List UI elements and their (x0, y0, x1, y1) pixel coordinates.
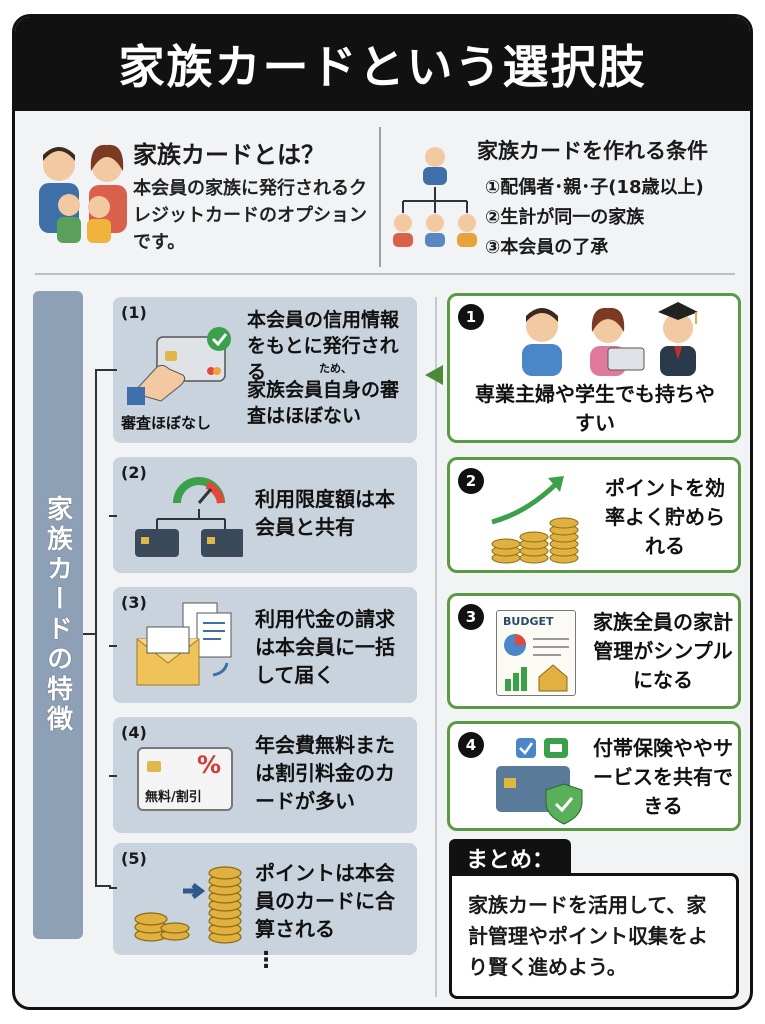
feature-text: 利用代金の請求は本会員に一括して届く (255, 607, 395, 687)
feature-text-top: 本会員の信用情報をもとに発行される (247, 309, 400, 383)
chip-icon (147, 761, 161, 772)
benefit-text: 家族全員の家計管理がシンプルになる (593, 610, 733, 692)
condition-item: ③本会員の了承 (485, 237, 609, 258)
feature-text: ポイントは本会員のカードに合算される (255, 861, 395, 941)
arrow-left-icon (425, 365, 443, 385)
budget-chart-icon (504, 634, 569, 692)
insurance-shield-icon (496, 738, 583, 825)
bracket-line (95, 369, 111, 887)
feature-text: 年会費無料または割引料金のカードが多い (255, 733, 395, 813)
feature-number: (5) (121, 849, 147, 868)
summary-text: 家族カードを活用して、家計管理やポイント収集をより賢く進めよう。 (449, 873, 739, 999)
benefit-text: ポイントを効率よく貯められる (605, 476, 725, 558)
bracket-connector (83, 633, 97, 635)
feature-number: (2) (121, 463, 147, 482)
conditions-title: 家族カードを作れる条件 (477, 139, 708, 163)
benefit-card-1: 1 専業主婦や学生でも持ちやすい (447, 293, 741, 443)
feature-badge: 無料/割引 (145, 790, 202, 805)
intro-section: 家族カードとは？ 本会員の家族に発行されるクレジットカードのオプションです。 家… (15, 113, 750, 283)
feature-card-1: (1) 審査ほぼなし 本会員の信用情報をもとに発行される ため、 家族会員自身の… (113, 297, 417, 443)
bracket-tick (109, 369, 117, 371)
feature-number: (4) (121, 723, 147, 742)
card-check-icon (127, 327, 231, 405)
feature-text-bottom: 家族会員自身の審査はほぼない (247, 379, 400, 427)
growing-points-icon (491, 476, 579, 564)
benefit-number: 4 (458, 732, 484, 758)
budget-sheet: BUDGET (496, 610, 576, 696)
summary-tag: まとめ： (449, 839, 571, 877)
bracket-tick (109, 515, 117, 517)
benefit-number: 2 (458, 468, 484, 494)
bracket-tick (109, 645, 117, 647)
column-divider (435, 297, 437, 997)
bracket-tick (109, 887, 117, 889)
feature-badge: 審査ほぼなし (121, 414, 212, 432)
benefit-text: 専業主婦や学生でも持ちやすい (475, 382, 715, 435)
divider (379, 127, 381, 267)
feature-ruby: ため、 (319, 362, 352, 375)
conditions-list: ①配偶者･親･子(18歳以上) ②生計が同一の家族 ③本会員の了承 (485, 173, 704, 263)
feature-card-4: (4) % 無料/割引 年会費無料または割引料金のカードが多い (113, 717, 417, 833)
features-label-text: 家族カードの特徴 (42, 495, 73, 735)
benefit-card-2: 2 ポイントを効率よく貯められる (447, 457, 741, 573)
feature-card-3: (3) 利用代金の請求は本会員に一括して届く (113, 587, 417, 703)
what-is-description: 本会員の家族に発行されるクレジットカードのオプションです。 (133, 178, 367, 253)
benefit-card-3: 3 BUDGET 家族全員の家計管理がシンプルになる (447, 593, 741, 709)
discount-card: % 無料/割引 (137, 747, 233, 811)
condition-item: ②生計が同一の家族 (485, 207, 645, 228)
feature-number: (1) (121, 303, 147, 322)
infographic-frame: 家族カードという選択肢 家族カードとは？ 本会員の家族に発行されるクレジットカー… (12, 14, 753, 1010)
budget-label: BUDGET (503, 615, 554, 628)
feature-card-2: (2) 利用限度額は本会員と共有 (113, 457, 417, 573)
what-is-title: 家族カードとは？ (133, 141, 325, 169)
billing-envelope-icon (136, 602, 232, 686)
coins-merge-icon (134, 866, 242, 944)
feature-card-5: (5) ポイントは本会員のカードに合算される (113, 843, 417, 955)
page-title: 家族カードという選択肢 (15, 17, 750, 111)
features-label: 家族カードの特徴 (33, 291, 83, 939)
bracket-tick (109, 775, 117, 777)
family-tree-icon (393, 147, 477, 247)
percent-icon: % (196, 751, 221, 779)
feature-number: (3) (121, 593, 147, 612)
homemaker-student-icon (522, 302, 698, 376)
shared-limit-gauge-icon (135, 477, 243, 557)
section-divider (35, 273, 735, 275)
benefit-number: 3 (458, 604, 484, 630)
benefit-text: 付帯保険ややサービスを共有できる (593, 736, 733, 818)
family-icon (39, 144, 127, 243)
benefit-card-4: 4 付帯保険ややサービスを共有できる (447, 721, 741, 831)
condition-item: ①配偶者･親･子(18歳以上) (485, 177, 704, 198)
benefit-number: 1 (458, 304, 484, 330)
feature-text: 利用限度額は本会員と共有 (255, 487, 395, 539)
more-indicator: ⋮ (255, 948, 277, 973)
